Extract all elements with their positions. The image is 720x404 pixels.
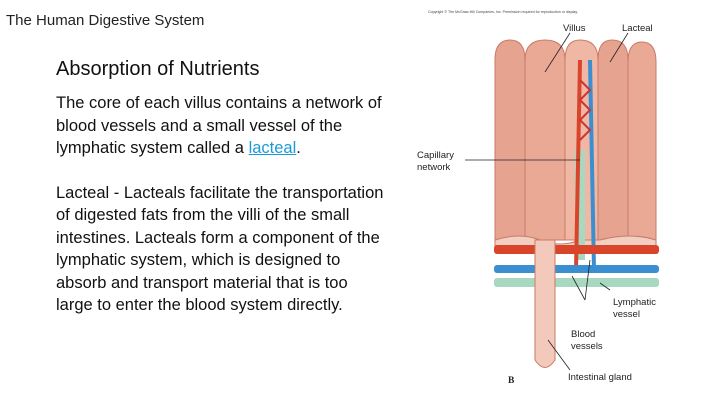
paragraph-villus: The core of each villus contains a netwo… (56, 92, 386, 160)
label-intestinal-gland: Intestinal gland (568, 372, 632, 383)
label-lymphatic-2: vessel (613, 309, 640, 320)
label-villus: Villus (563, 23, 586, 34)
villus-diagram: Copyright © The McGraw-Hill Companies, I… (417, 10, 659, 386)
label-capillary-2: network (417, 162, 451, 173)
leader-lines (465, 32, 629, 371)
label-lymphatic-1: Lymphatic (613, 297, 656, 308)
label-capillary-1: Capillary (417, 150, 454, 161)
section-heading: Absorption of Nutrients (56, 58, 260, 80)
villi-illustration (494, 39, 659, 368)
paragraph-text: The core of each villus contains a netwo… (56, 94, 382, 157)
label-blood-1: Blood (571, 329, 595, 340)
copyright-notice: Copyright © The McGraw-Hill Companies, I… (428, 10, 578, 14)
paragraph-lacteal: Lacteal - Lacteals facilitate the transp… (56, 183, 384, 315)
slide-title: The Human Digestive System (6, 12, 205, 29)
paragraph-end: . (296, 139, 301, 157)
body-text: The core of each villus contains a netwo… (56, 92, 386, 339)
label-blood-2: vessels (571, 341, 603, 352)
panel-label: B (508, 376, 515, 386)
label-lacteal: Lacteal (622, 23, 653, 34)
lacteal-link[interactable]: lacteal (248, 139, 297, 157)
